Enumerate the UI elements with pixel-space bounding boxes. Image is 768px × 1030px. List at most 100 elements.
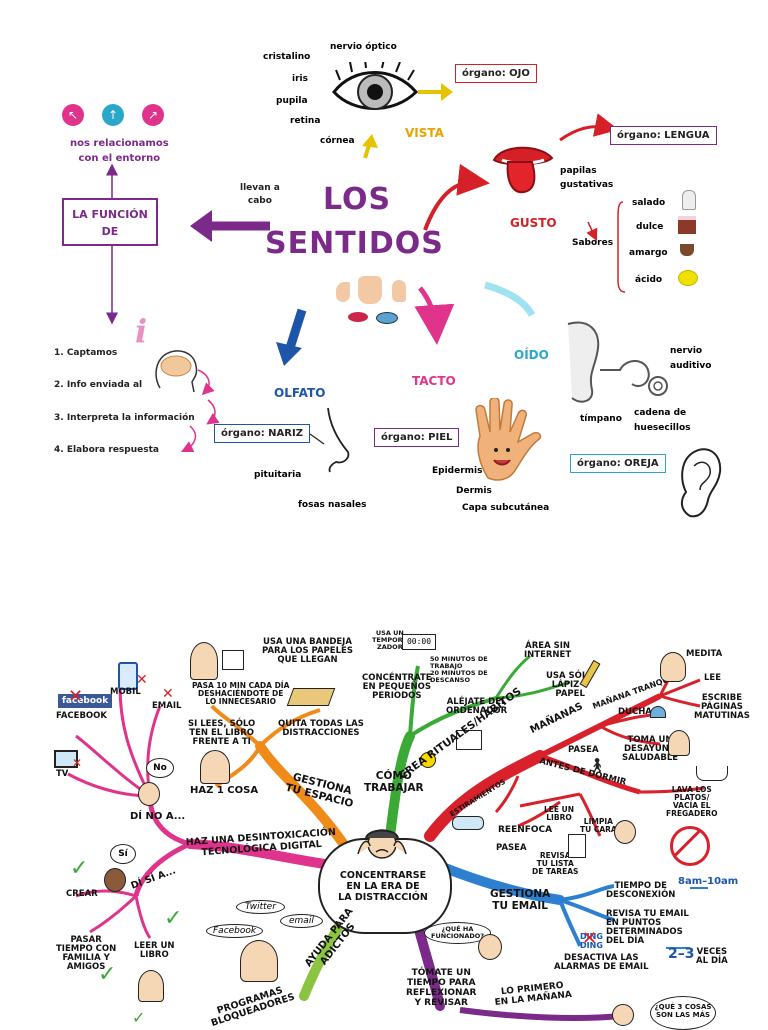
si-item-pasar: PASAR TIEMPO CON FAMILIA Y AMIGOS	[56, 935, 117, 972]
breakfast-person-icon	[668, 730, 690, 756]
no-bubble: No	[146, 758, 174, 778]
tray-icon	[286, 688, 336, 706]
relate-text: nos relacionamos con el entorno	[70, 138, 169, 164]
organ-ojo-box: órgano: OJO	[455, 64, 537, 83]
addicted-person-icon	[240, 940, 278, 982]
check-bottom-icon: ✓	[132, 1008, 146, 1027]
manana-medita: MEDITA	[686, 649, 723, 659]
step-1: 1. Captamos	[54, 348, 118, 358]
papilas-text: papilas gustativas	[560, 166, 614, 190]
nav-circle-icons: ↖ ↑ ↗	[62, 104, 172, 134]
coffee-cup-icon	[680, 244, 694, 256]
dormir-revisa: REVISA TU LISTA DE TAREAS	[532, 851, 579, 876]
step-4: 4. Elabora respuesta	[54, 445, 159, 455]
check-pasar-icon: ✓	[98, 962, 117, 987]
di-no-label: DÍ NO A...	[130, 811, 186, 822]
reader-icon	[138, 970, 164, 1002]
mobile-icon	[118, 662, 138, 690]
email-revisa: REVISA TU EMAIL EN PUNTOS DETERMINADOS D…	[606, 909, 689, 946]
facebook-bubble: Facebook	[206, 924, 264, 938]
espacio-si-lees: SI LEES, SÓLO TEN EL LIBRO FRENTE A TI	[188, 719, 256, 747]
reading-person-icon	[200, 750, 230, 784]
dormir-pasea: PASEA	[496, 843, 527, 853]
stressed-person-icon	[357, 829, 407, 859]
organ-nariz-box: órgano: NARIZ	[214, 424, 310, 443]
email-time-range: 8am–10am	[678, 876, 739, 887]
si-bubble: Sí	[110, 844, 136, 864]
funcionado-bubble: ¿QUÉ HA FUNCIONADO?	[424, 922, 492, 944]
brain-head-icon	[155, 350, 198, 393]
llevan-text: llevan a cabo	[240, 183, 280, 206]
no-face-icon	[138, 782, 160, 806]
part-retina: retina	[290, 116, 321, 126]
part-cornea: córnea	[320, 136, 355, 146]
como-trabajar-label: CÓMO TRABAJAR	[364, 770, 424, 794]
trabajar-concentrate: CONCÉNTRATE EN PEQUEÑOS PERIODOS	[362, 673, 432, 701]
salt-shaker-icon	[682, 190, 696, 210]
flavor-dulce: dulce	[636, 222, 664, 232]
facebook-cross-icon: ✕	[68, 686, 84, 707]
dormir-lava: LAVA LOS PLATOS/ VACÍA EL FREGADERO	[666, 785, 718, 818]
part-dermis: Dermis	[456, 486, 492, 496]
no-item-email: EMAIL	[152, 701, 182, 711]
dormir-lee: LEE UN LIBRO	[544, 805, 575, 822]
timer-icon: 00:00	[402, 634, 436, 650]
right-arrow-circle-icon: ↗	[142, 104, 164, 126]
flavor-list: salado dulce amargo ácido	[626, 190, 726, 300]
twitter-bubble: Twitter	[236, 900, 285, 914]
trabajar-50min: 50 MINUTOS DE TRABAJO 20 MINUTOS DE DESC…	[430, 655, 488, 684]
trabajar-area: ÁREA SIN INTERNET	[524, 641, 572, 660]
sink-icon	[696, 766, 728, 781]
papers-icon	[222, 650, 244, 670]
nose-icon	[336, 282, 350, 302]
mouth-small-icon	[348, 312, 368, 322]
inner-ear-icon	[567, 321, 668, 403]
check-lib-icon: ✓	[164, 906, 183, 931]
tongue-lips-icon	[492, 146, 554, 194]
ear-small-icon	[392, 280, 406, 302]
espacio-quita: QUITA TODAS LAS DISTRACCIONES	[278, 719, 364, 738]
manana-desayuno: TOMA UN DESAYUNO SALUDABLE	[622, 735, 679, 763]
flavor-acido: ácido	[635, 275, 663, 285]
hand-face-icon	[475, 398, 542, 481]
part-nervio-auditivo: nervio auditivo	[670, 346, 712, 371]
part-pupila: pupila	[276, 96, 308, 106]
email-bubble: email	[280, 914, 323, 928]
part-capa: Capa subcutánea	[462, 503, 550, 513]
part-fosas: fosas nasales	[298, 500, 367, 510]
cake-icon	[678, 216, 696, 234]
vista-parts: cristalino nervio óptico iris pupila ret…	[250, 38, 400, 158]
gestiona-email-label: GESTIONA TU EMAIL	[490, 888, 551, 912]
book-icon	[456, 730, 482, 750]
center-text: CONCENTRARSE EN LA ERA DE LA DISTRACCIÓN	[338, 870, 428, 903]
map1-connectors	[106, 83, 626, 453]
hand-small-icon	[358, 276, 382, 304]
manana-ducha: DUCHA	[618, 707, 652, 717]
sabores-text: Sabores	[572, 238, 614, 248]
organ-piel-box: órgano: PIEL	[374, 428, 460, 447]
woman-thinking-icon	[612, 1004, 634, 1026]
reflexionar-label: TÓMATE UN TIEMPO PARA REFLEXIONAR Y REVI…	[406, 968, 477, 1008]
thinking-person-icon	[478, 934, 502, 960]
left-arrow-circle-icon: ↖	[62, 104, 84, 126]
facebook-logo: facebook	[58, 694, 113, 708]
lemon-icon	[678, 270, 698, 286]
walker-icon: 🚶︎	[588, 758, 606, 774]
shower-icon	[650, 706, 666, 718]
concentrarse-map: CONCENTRARSE EN LA ERA DE LA DISTRACCIÓN…	[40, 626, 750, 1030]
no-item-facebook: FACEBOOK	[56, 711, 107, 721]
los-sentidos-map: ↖ ↑ ↗ nos relacionamos con el entorno LA…	[40, 30, 748, 530]
si-item-leer: LEER UN LIBRO	[134, 941, 175, 960]
manana-lee: LEE	[704, 673, 722, 683]
ding-cross-icon: ✕	[582, 928, 598, 949]
no-computer-icon	[670, 826, 710, 866]
no-item-mobil: MOBIL	[110, 687, 141, 697]
oido-label: OÍDO	[514, 348, 549, 362]
part-cristalino: cristalino	[263, 52, 311, 62]
email-tiempo: TIEMPO DE DESCONEXIÓN	[606, 881, 676, 900]
part-timpano: tímpano	[580, 414, 622, 424]
manana-escribe: ESCRIBE PÁGINAS MATUTINAS	[694, 693, 750, 721]
meditating-person-icon	[660, 652, 686, 682]
step-2: 2. Info enviada al	[54, 380, 143, 390]
senses-icons	[336, 276, 446, 328]
